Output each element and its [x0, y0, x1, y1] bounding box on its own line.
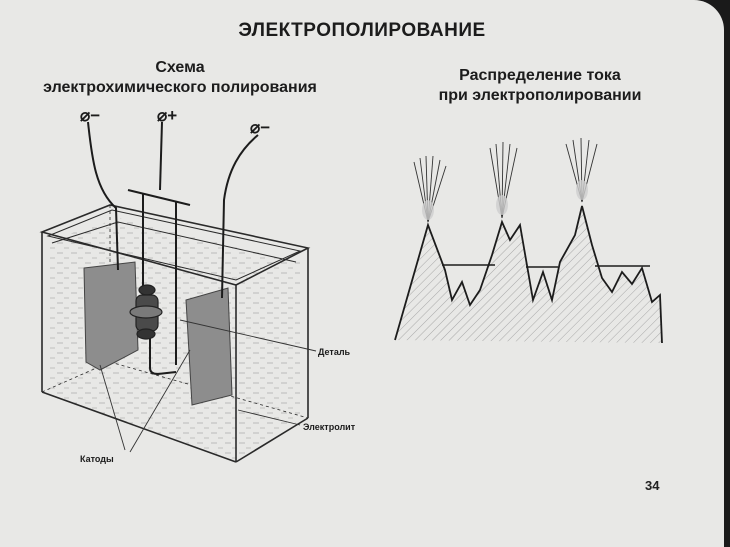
electrolyte-level-lines — [442, 264, 650, 268]
cathode-plate-right — [185, 287, 233, 406]
terminal-plus: ⌀+ — [157, 106, 178, 125]
scheme-title: Схема электрохимического полирования — [10, 58, 350, 98]
distribution-title: Распределение тока при электрополировани… — [385, 66, 695, 106]
label-cathodes: Катоды — [80, 454, 114, 464]
label-part: Деталь — [318, 347, 351, 357]
distribution-title-line2: при электрополировании — [438, 87, 642, 104]
slide-title: ЭЛЕКТРОПОЛИРОВАНИЕ — [238, 20, 486, 41]
terminal-minus-left: ⌀− — [80, 106, 101, 125]
wires — [87, 121, 259, 299]
scheme-title-line1: Схема — [155, 59, 205, 76]
label-electrolyte: Электролит — [303, 422, 356, 432]
anode-holder — [127, 189, 191, 376]
terminal-minus-right: ⌀− — [250, 118, 271, 137]
page-number: 34 — [645, 478, 660, 493]
current-glow — [422, 180, 588, 220]
leader-lines — [99, 319, 317, 453]
distribution-title-line1: Распределение тока — [459, 67, 621, 84]
scheme-title-line2: электрохимического полирования — [43, 79, 317, 96]
part-detail — [129, 284, 163, 340]
cathode-plate-left — [83, 261, 139, 371]
surface-profile-line — [394, 205, 663, 344]
